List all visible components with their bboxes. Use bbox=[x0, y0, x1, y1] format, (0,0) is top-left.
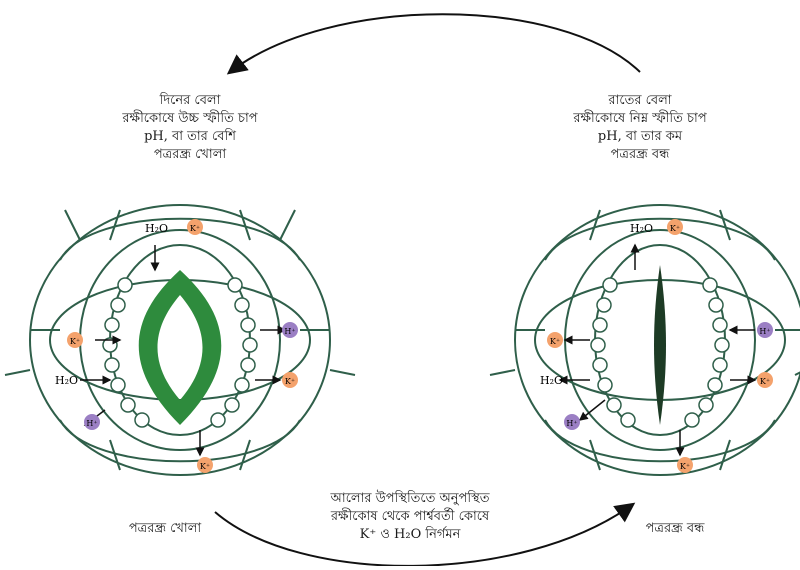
night-label-line2: রক্ষীকোষে নিম্ন স্ফীতি চাপ bbox=[573, 111, 707, 126]
ion-h-4: H⁺ bbox=[757, 322, 773, 338]
day-label-line4: পত্ররন্ধ্র খোলা bbox=[153, 147, 227, 162]
ion-k-2: K⁺ bbox=[67, 332, 83, 348]
closed-pore bbox=[654, 265, 666, 425]
ion-k-8: K⁺ bbox=[677, 457, 693, 473]
ion-k-1-label: K⁺ bbox=[190, 224, 200, 233]
day-label-line2: রক্ষীকোষে উচ্চ স্ফীতি চাপ bbox=[122, 111, 258, 126]
day-label-line3: pH, বা তার বেশি bbox=[144, 129, 236, 144]
ion-k-7-label: K⁺ bbox=[760, 377, 770, 386]
middle-label-line2: রক্ষীকোষ থেকে পার্শ্ববর্তী কোষে bbox=[330, 509, 490, 524]
closed-stoma-caption: পত্ররন্ধ্র বন্ধ bbox=[645, 521, 705, 536]
ion-k-6-label: K⁺ bbox=[550, 337, 560, 346]
ion-k-3-label: K⁺ bbox=[285, 377, 295, 386]
ion-k-8-label: K⁺ bbox=[680, 462, 690, 471]
ion-k-1: K⁺ bbox=[187, 219, 203, 235]
night-label-line4: পত্ররন্ধ্র বন্ধ bbox=[610, 147, 670, 162]
night-condition-label: রাতের বেলা রক্ষীকোষে নিম্ন স্ফীতি চাপ pH… bbox=[545, 92, 735, 164]
water-label-top-left: H₂O bbox=[145, 222, 168, 235]
day-condition-label: দিনের বেলা রক্ষীকোষে উচ্চ স্ফীতি চাপ pH,… bbox=[95, 92, 285, 164]
ion-h-4-label: H⁺ bbox=[759, 327, 770, 336]
chloroplast-ring bbox=[102, 277, 258, 428]
water-label-top-right: H₂O bbox=[630, 222, 653, 235]
transition-label: আলোর উপস্থিতিতে অনুপস্থিত রক্ষীকোষ থেকে … bbox=[285, 490, 535, 544]
open-pore bbox=[138, 270, 222, 425]
ion-h-2-label: H⁺ bbox=[284, 327, 295, 336]
open-stoma-caption: পত্ররন্ধ্র খোলা bbox=[128, 521, 202, 536]
subsidiary-cells bbox=[4, 204, 356, 476]
night-label-line3: pH, বা তার কম bbox=[597, 129, 683, 144]
ion-h-1-label: H⁺ bbox=[86, 419, 97, 428]
ion-k-4: K⁺ bbox=[197, 457, 213, 473]
ion-k-3: K⁺ bbox=[282, 372, 298, 388]
middle-label-line1: আলোর উপস্থিতিতে অনুপস্থিত bbox=[330, 491, 490, 506]
ion-h-1: H⁺ bbox=[84, 414, 100, 430]
closed-stoma-group: H₂O K⁺ K⁺ H₂O H⁺ H⁺ K⁺ bbox=[489, 204, 800, 476]
ion-k-4-label: K⁺ bbox=[200, 462, 210, 471]
open-stoma-group: K⁺ H₂O K⁺ H₂O H⁺ H⁺ K⁺ K⁺ bbox=[4, 204, 356, 476]
ion-h-3-label: H⁺ bbox=[566, 419, 577, 428]
ion-h-3: H⁺ bbox=[564, 414, 580, 430]
ion-k-5: K⁺ bbox=[667, 219, 683, 235]
ion-k-7: K⁺ bbox=[757, 372, 773, 388]
cycle-arrow-top bbox=[226, 13, 641, 75]
day-label-line1: দিনের বেলা bbox=[159, 93, 221, 108]
water-label-mid-left: H₂O bbox=[55, 374, 78, 387]
ion-k-2-label: K⁺ bbox=[70, 337, 80, 346]
subsidiary-cells-right bbox=[489, 204, 800, 476]
ion-k-6: K⁺ bbox=[547, 332, 563, 348]
water-label-mid-right: H₂O bbox=[540, 374, 563, 387]
ion-h-2: H⁺ bbox=[282, 322, 298, 338]
middle-label-line3: K⁺ ও H₂O নির্গমন bbox=[359, 527, 461, 542]
ion-k-5-label: K⁺ bbox=[670, 224, 680, 233]
night-label-line1: রাতের বেলা bbox=[608, 93, 672, 108]
right-ion-arrows bbox=[558, 243, 757, 457]
chloroplast-ring-right bbox=[590, 277, 730, 428]
